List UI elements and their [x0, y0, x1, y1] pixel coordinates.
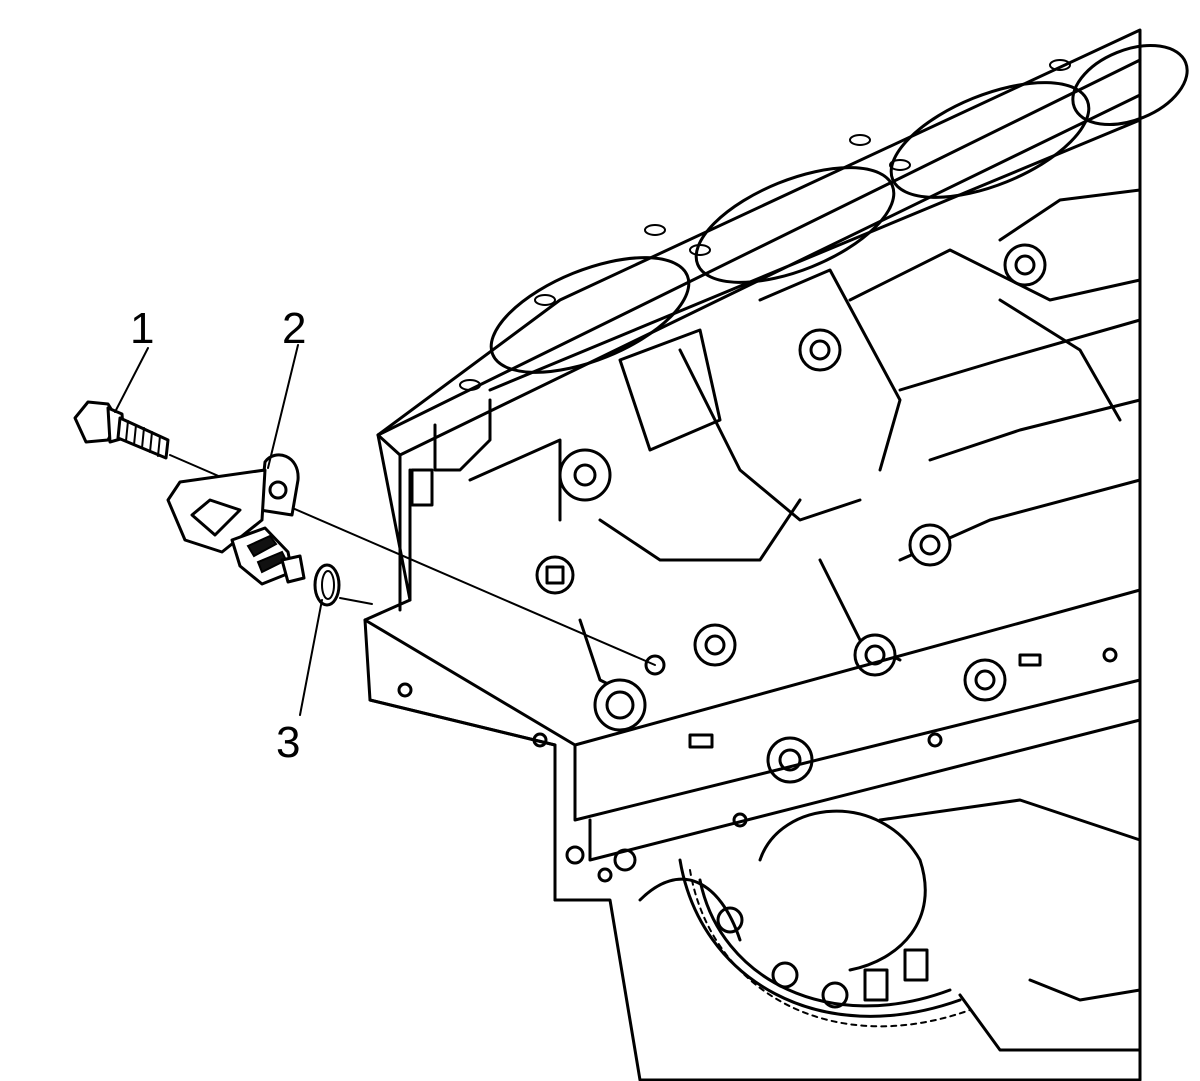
reluctor-inner	[698, 878, 952, 1008]
callout-2: 2	[282, 304, 306, 353]
bolt-threads	[125, 420, 161, 457]
rail-slot	[1018, 653, 1042, 667]
crankshaft-position-sensor	[166, 453, 306, 586]
rail-hole	[597, 867, 613, 883]
boss	[853, 633, 897, 677]
boss	[766, 736, 814, 784]
sensor-tip	[280, 554, 306, 584]
sensor-o-ring-seal	[313, 563, 341, 607]
rib	[678, 348, 862, 522]
boss-hole	[809, 339, 831, 361]
rib	[758, 268, 902, 472]
rail-hole	[613, 848, 637, 872]
rib	[618, 328, 722, 452]
oil-pan-rail	[363, 588, 1142, 902]
boss-hole	[605, 690, 635, 720]
lightening-hole	[716, 906, 744, 934]
callout-3: 3	[276, 718, 300, 767]
lightening-hole	[821, 981, 849, 1009]
boss-hole	[919, 534, 941, 556]
boss	[558, 448, 612, 502]
rail-hole	[397, 682, 413, 698]
coolant-hole	[689, 244, 711, 256]
coolant-hole	[459, 379, 481, 391]
bearing-cap	[1028, 978, 1142, 1002]
rib	[433, 398, 492, 472]
boss-hole	[1014, 254, 1036, 276]
reluctor-ring	[678, 858, 962, 1018]
rib	[998, 188, 1142, 242]
sensor-mount-hole	[268, 480, 288, 500]
crankshaft-area	[638, 798, 1142, 1052]
rib	[468, 438, 562, 522]
leader-2	[267, 344, 299, 469]
callout-1: 1	[130, 304, 154, 353]
rail-hole	[1102, 647, 1118, 663]
rib-pad	[410, 468, 434, 507]
boss	[593, 678, 647, 732]
rib	[598, 498, 802, 562]
boss	[535, 555, 575, 595]
cylinder-bore-3	[889, 81, 1091, 199]
o-ring-outer	[313, 563, 341, 607]
crank-web	[758, 809, 927, 972]
sensor-connector-inner	[190, 498, 242, 537]
deck-top-edge	[376, 58, 1142, 457]
bearing-cap	[958, 993, 1142, 1052]
engine-block	[363, 28, 1189, 1081]
rail-hole	[732, 812, 748, 828]
coolant-hole	[1049, 59, 1071, 71]
boss	[693, 623, 737, 667]
rail-hole	[532, 732, 548, 748]
boss	[798, 328, 842, 372]
cylinder-bores	[459, 44, 1189, 391]
coolant-hole	[849, 134, 871, 146]
leader-3	[299, 599, 323, 716]
deck-front-edge	[376, 433, 402, 612]
cylinder-bore-2	[694, 166, 896, 284]
callout-labels: 1 2 3	[130, 304, 306, 767]
sensor-bolt	[73, 400, 170, 460]
lightening-hole	[771, 961, 799, 989]
boss-hole	[974, 669, 996, 691]
seal-axis-line	[339, 597, 373, 605]
reluctor-teeth	[689, 869, 971, 1028]
o-ring-inner	[321, 570, 335, 600]
rail-face	[588, 718, 1142, 862]
sensor-mount-tab	[258, 453, 300, 517]
coolant-hole	[534, 294, 556, 306]
rib	[848, 248, 1142, 302]
lightening-hole	[903, 948, 929, 982]
rail-hole	[565, 845, 585, 865]
rib	[998, 298, 1122, 422]
block-bosses	[535, 243, 1047, 784]
sensor-connector-body	[166, 468, 267, 554]
crank-counterweight	[878, 798, 1142, 842]
engine-block-outline	[363, 28, 1142, 1081]
boss	[1003, 243, 1047, 287]
plug-square	[545, 565, 565, 585]
rib	[928, 398, 1142, 462]
callout-leaders	[114, 344, 323, 716]
coolant-hole	[644, 224, 666, 236]
boss	[963, 658, 1007, 702]
coolant-hole	[889, 159, 911, 171]
cylinder-bore-4	[1071, 44, 1189, 126]
rib	[898, 318, 1142, 392]
rail-bottom	[368, 698, 557, 902]
boss-hole	[704, 634, 726, 656]
leader-1	[114, 347, 149, 413]
rail-slot	[688, 733, 714, 749]
rail-face	[573, 678, 1142, 822]
cylinder-bore-1	[489, 256, 691, 374]
rail-hole	[927, 732, 943, 748]
boss-hole	[778, 748, 802, 772]
lightening-hole	[863, 968, 889, 1002]
boss	[908, 523, 952, 567]
boss-hole	[573, 463, 597, 487]
crank-web	[638, 877, 742, 942]
